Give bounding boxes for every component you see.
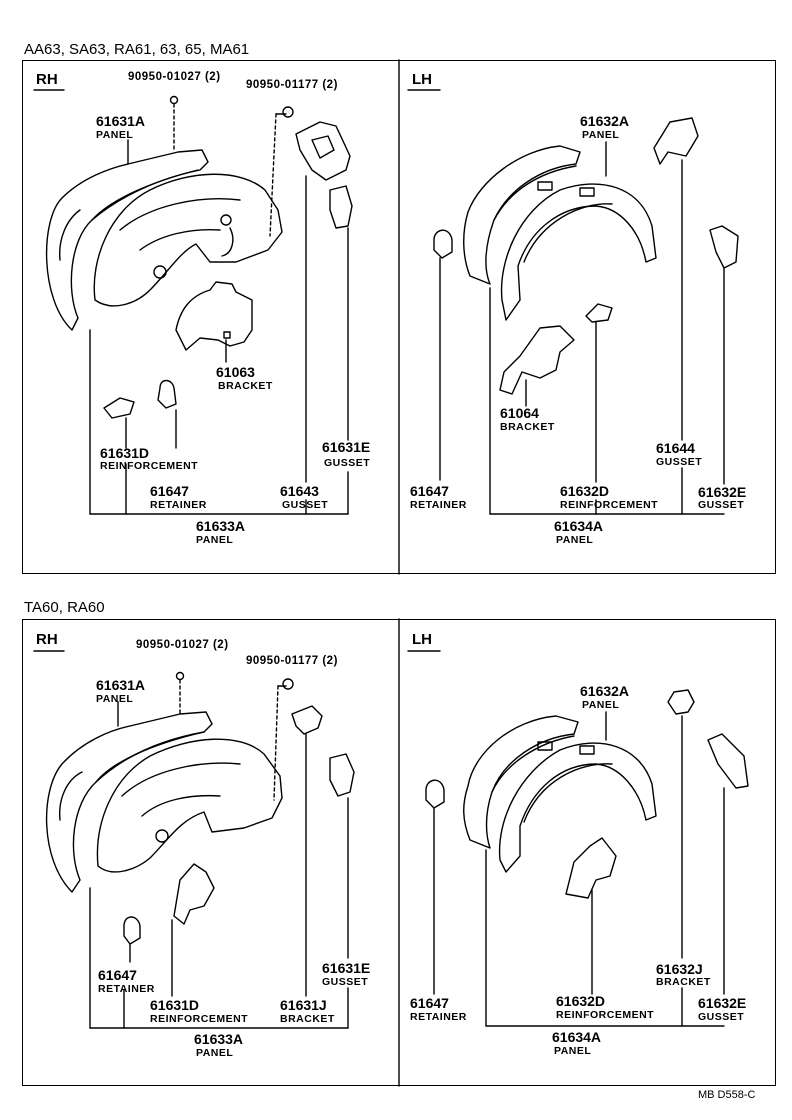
rh2-panel-61633a-shape (96, 738, 283, 873)
part-number: 61632J (656, 961, 703, 977)
part-number: 61647 (98, 967, 137, 983)
fastener-label: 90950-01177 (2) (246, 655, 338, 667)
part-number: 61632D (560, 483, 610, 499)
rh-gusset-61631e-shape (329, 185, 353, 229)
part-name: PANEL (554, 1045, 592, 1057)
rh2-gusset-61631e-shape (329, 753, 355, 797)
rh-reinforcement-shape (103, 397, 135, 419)
rh-gusset-61643-shape (295, 121, 351, 181)
part-name: GUSSET (322, 976, 369, 988)
rh-label-2: RH (36, 631, 58, 648)
part-name: PANEL (556, 534, 594, 546)
lh-label-1: LH (412, 71, 432, 88)
lh-bracket-61064-shape (499, 325, 575, 395)
part-name: GUSSET (282, 499, 329, 511)
lh-panel-61632a-shape (463, 145, 581, 285)
part-name: PANEL (196, 534, 234, 546)
lh2-panel-61632a-shape (463, 715, 579, 849)
part-number: 61631E (322, 439, 371, 455)
part-number: 61633A (196, 518, 246, 534)
part-name: BRACKET (218, 380, 273, 392)
part-name: BRACKET (500, 421, 555, 433)
part-number: 61647 (410, 995, 449, 1011)
lh-label-2: LH (412, 631, 432, 648)
part-name: REINFORCEMENT (100, 460, 199, 472)
part-number: 61647 (150, 483, 189, 499)
part-name: GUSSET (656, 456, 703, 468)
lh-gusset-61644-shape (709, 225, 739, 269)
part-number: 61064 (500, 405, 539, 421)
fastener-label: 90950-01027 (2) (128, 71, 221, 83)
lh2-gusset-shape (707, 733, 749, 789)
part-number: 61631D (100, 445, 150, 461)
lh2-panel-61634a-shape (498, 741, 657, 873)
part-name: GUSSET (324, 457, 371, 469)
part-name: BRACKET (280, 1013, 335, 1025)
part-name: RETAINER (410, 499, 467, 511)
fastener-label: 90950-01177 (2) (246, 79, 338, 91)
part-name: REINFORCEMENT (150, 1013, 249, 1025)
part-number: 61634A (552, 1029, 602, 1045)
part-number: 61632A (580, 113, 630, 129)
section-2-title: TA60, RA60 (24, 599, 105, 616)
rh-panel-61631a-shape (45, 149, 209, 331)
lh2-bracket-shape (667, 689, 695, 715)
part-number: 61633A (194, 1031, 244, 1047)
part-number: 61644 (656, 440, 695, 456)
lh2-retainer-shape (425, 779, 445, 809)
part-name: REINFORCEMENT (560, 499, 659, 511)
part-number: 61634A (554, 518, 604, 534)
clip-fastener-3-icon (175, 671, 185, 681)
rh-label-1: RH (36, 71, 58, 88)
part-number: 61631J (280, 997, 327, 1013)
part-name: REINFORCEMENT (556, 1009, 655, 1021)
part-number: 61631D (150, 997, 200, 1013)
part-number: 61631A (96, 113, 146, 129)
part-name: RETAINER (150, 499, 207, 511)
section-1-title: AA63, SA63, RA61, 63, 65, MA61 (24, 41, 250, 58)
lh-panel-61634a-shape (500, 181, 657, 321)
rh-panel-61633a-shape (93, 173, 283, 307)
lh2-reinforcement-shape (565, 837, 617, 899)
part-number: 61631A (96, 677, 146, 693)
part-name: RETAINER (410, 1011, 467, 1023)
lh-reinforcement-shape (585, 303, 613, 323)
part-number: 61647 (410, 483, 449, 499)
part-name: PANEL (96, 129, 134, 141)
rh2-retainer-shape (123, 916, 141, 945)
fastener-label: 90950-01027 (2) (136, 639, 229, 651)
lh-gusset-61632e-shape (653, 117, 699, 165)
rh-bracket-61063-shape (175, 281, 253, 351)
part-name: GUSSET (698, 499, 745, 511)
part-number: 61631E (322, 960, 371, 976)
part-number: 61632A (580, 683, 630, 699)
clip-fastener-2-icon (282, 106, 294, 118)
part-number: 61632E (698, 484, 747, 500)
rh2-bracket-shape (173, 863, 215, 925)
part-name: BRACKET (656, 976, 711, 988)
part-name: GUSSET (698, 1011, 745, 1023)
part-name: PANEL (582, 699, 620, 711)
lh-retainer-shape (433, 229, 453, 259)
part-number: 61632E (698, 995, 747, 1011)
rh-retainer-shape (157, 379, 177, 409)
rh2-gusset-small-shape (291, 705, 323, 735)
part-name: PANEL (196, 1047, 234, 1059)
part-name: RETAINER (98, 983, 155, 995)
rh2-panel-61631a-shape (45, 711, 213, 893)
part-name: PANEL (96, 693, 134, 705)
clip-fastener-4-icon (282, 678, 294, 690)
drawing-reference: MB D558-C (698, 1089, 756, 1101)
part-number: 61643 (280, 483, 319, 499)
part-name: PANEL (582, 129, 620, 141)
part-number: 61632D (556, 993, 606, 1009)
part-number: 61063 (216, 364, 255, 380)
clip-fastener-1-icon (169, 95, 179, 105)
